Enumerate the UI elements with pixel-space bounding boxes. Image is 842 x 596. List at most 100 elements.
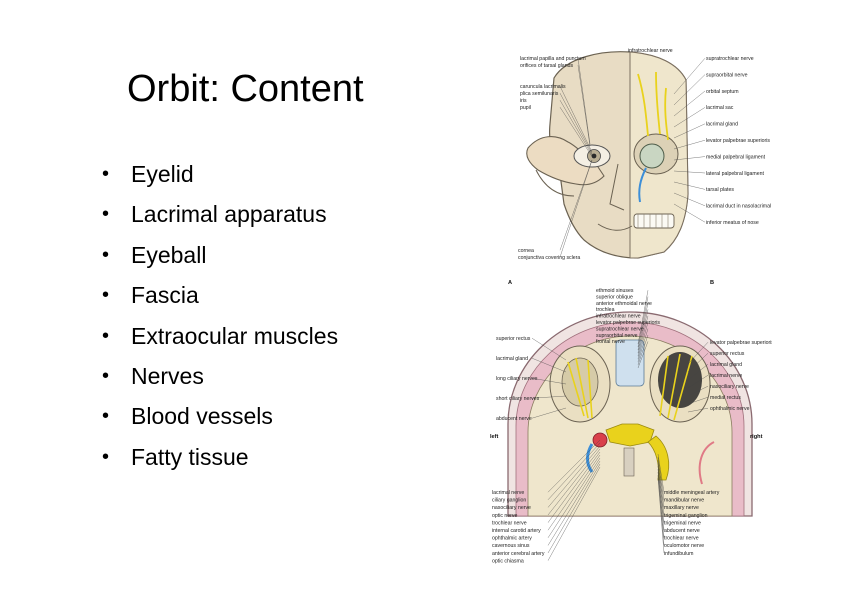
figure-label: cavernous sinus <box>492 543 530 549</box>
figure-label: abducent nerve <box>664 528 700 534</box>
leader-line <box>657 465 665 523</box>
bullet-icon: • <box>102 203 110 226</box>
figure-label: orbital septum <box>706 89 739 95</box>
figure-label: lacrimal nerve <box>710 373 742 379</box>
leader-line <box>637 296 649 348</box>
figure-label: infundibulum <box>664 551 693 557</box>
figure-label: internal carotid artery <box>492 528 541 534</box>
leader-line <box>547 442 601 500</box>
leader-line <box>559 86 593 153</box>
leader-line <box>547 454 601 531</box>
bullet-icon: • <box>102 445 110 468</box>
bullet-text: Blood vessels <box>131 403 273 430</box>
figure-label: long ciliary nerves <box>496 376 538 382</box>
leader-line <box>657 456 665 500</box>
leader-line <box>559 107 593 157</box>
bullet-text: Eyeball <box>131 241 207 268</box>
leader-line <box>657 462 665 516</box>
list-item: • Eyelid <box>96 154 338 194</box>
figure-label: mandibular nerve <box>664 498 704 504</box>
leader-line <box>687 342 709 365</box>
leader-line <box>673 156 706 161</box>
leader-line <box>673 140 706 150</box>
right-orbit-muscles <box>658 352 702 408</box>
bullet-text: Nerves <box>131 362 204 389</box>
figure-label: medial palpebral ligament <box>706 154 766 160</box>
lacrimal-duct <box>638 167 647 203</box>
figure-label: lateral palpebral ligament <box>706 171 765 177</box>
figure-label: ethmoid sinuses <box>596 288 634 294</box>
figure-label: conjunctiva covering sclera <box>518 255 580 261</box>
leader-line <box>673 170 706 174</box>
leader-line <box>531 395 567 399</box>
infundibulum <box>623 447 635 477</box>
list-item: • Nerves <box>96 356 338 396</box>
leader-line <box>637 302 649 351</box>
figure-label: lacrimal nerve <box>492 490 524 496</box>
bullet-text: Fatty tissue <box>131 443 249 470</box>
leader-line <box>559 159 593 258</box>
orbital-nerves <box>567 353 693 421</box>
bullet-icon: • <box>102 243 110 266</box>
optic-chiasma <box>605 423 655 447</box>
list-item: • Extraocular muscles <box>96 316 338 356</box>
figure-label: nasociliary nerve <box>710 384 749 390</box>
bullet-text: Fascia <box>131 282 199 309</box>
figure-label: ophthalmic nerve <box>710 406 750 412</box>
leader-line <box>687 353 709 373</box>
leader-line <box>673 192 706 206</box>
leader-line <box>547 466 601 561</box>
leader-line <box>559 93 593 154</box>
figure-label: superior oblique <box>596 294 633 300</box>
cavernous-sinus <box>586 443 594 473</box>
right-eyeball <box>639 143 665 169</box>
bullet-text: Extraocular muscles <box>131 322 339 349</box>
figure-label: frontal nerve <box>596 339 625 345</box>
figure-label: infratrochlear nerve <box>628 48 673 54</box>
figure-label: iris <box>520 98 527 104</box>
list-item: • Eyeball <box>96 235 338 275</box>
figure-label: superior rectus <box>710 351 745 357</box>
figure-label: short ciliary nerves <box>496 396 540 402</box>
figure-label: levator palpebrae superioris <box>596 320 660 326</box>
leader-line <box>547 439 601 493</box>
figure-label: lacrimal gland <box>706 122 738 128</box>
figure-label: levator palpebrae superioris <box>706 138 770 144</box>
list-item: • Blood vessels <box>96 396 338 436</box>
side-left-label: left <box>490 434 499 440</box>
leader-line <box>687 397 709 405</box>
leader-line <box>673 90 706 117</box>
figure-label: lacrimal papilla and punctum <box>520 56 586 62</box>
figure-label: lacrimal duct in nasolacrimal canal <box>706 204 772 210</box>
bullet-text: Eyelid <box>131 161 194 187</box>
list-item: •Lacrimal apparatus <box>96 194 338 234</box>
figure-label: pupil <box>520 105 531 111</box>
figure-label: nasociliary nerve <box>492 505 531 511</box>
list-item: •Fascia <box>96 275 338 315</box>
leader-line <box>531 338 567 361</box>
leader-line <box>547 457 601 538</box>
leader-line <box>657 468 665 531</box>
side-right-label: right <box>750 434 763 440</box>
leader-line <box>577 58 591 145</box>
panel-b-letter: B <box>710 280 714 286</box>
bullet-icon: • <box>102 405 110 428</box>
mouth <box>597 223 633 231</box>
bullet-icon: • <box>102 324 110 347</box>
leader-line <box>637 322 649 360</box>
figure-label: orifices of tarsal glands <box>520 63 573 69</box>
leader-line <box>657 474 665 546</box>
leader-line <box>637 334 649 366</box>
bullet-icon: • <box>102 364 110 387</box>
leader-line <box>673 123 706 139</box>
leader-line <box>559 100 593 156</box>
leader-line <box>657 477 665 554</box>
figure-label: trochlea <box>596 307 615 313</box>
bullet-icon: • <box>102 163 110 185</box>
leader-line <box>547 445 601 508</box>
figure-label: tarsal plates <box>706 187 734 193</box>
